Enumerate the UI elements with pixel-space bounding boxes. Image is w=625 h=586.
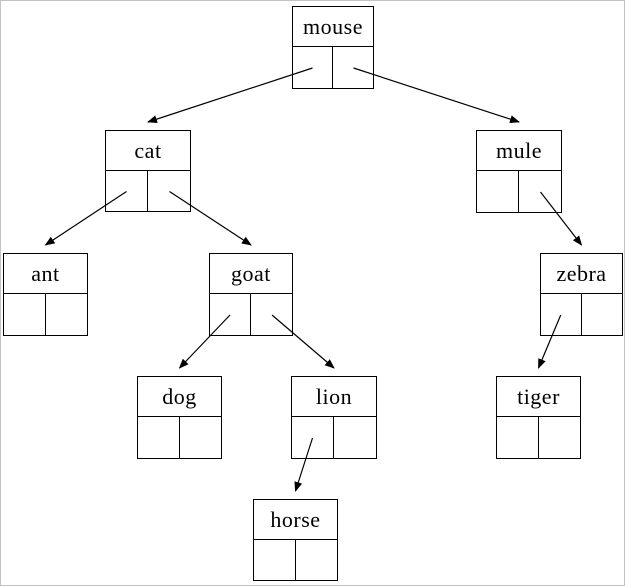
node-pointer-left	[106, 171, 148, 211]
node-pointer-right	[296, 540, 338, 580]
tree-node-lion: lion	[291, 376, 377, 459]
tree-node-mouse: mouse	[292, 6, 374, 89]
edge-mouse-left-cat	[147, 67, 313, 123]
node-label: cat	[106, 131, 190, 171]
node-pointer-cells	[254, 540, 337, 580]
node-pointer-cells	[293, 47, 373, 88]
node-label: mule	[477, 131, 561, 171]
node-label: mouse	[293, 7, 373, 47]
tree-node-mule: mule	[476, 130, 562, 213]
node-label: horse	[254, 500, 337, 540]
node-pointer-right	[251, 294, 292, 335]
tree-node-dog: dog	[137, 376, 222, 459]
node-pointer-right	[333, 47, 373, 88]
node-pointer-left	[138, 417, 180, 458]
node-pointer-left	[477, 171, 519, 212]
node-pointer-cells	[541, 294, 622, 335]
tree-node-horse: horse	[253, 499, 338, 581]
tree-node-cat: cat	[105, 130, 191, 212]
node-pointer-left	[4, 294, 46, 335]
tree-node-goat: goat	[209, 253, 293, 336]
node-label: goat	[210, 254, 292, 294]
node-pointer-left	[293, 47, 333, 88]
node-pointer-cells	[292, 417, 376, 458]
node-pointer-cells	[4, 294, 87, 335]
node-pointer-left	[541, 294, 582, 335]
node-pointer-right	[519, 171, 561, 212]
node-pointer-cells	[138, 417, 221, 458]
edge-mouse-right-mule	[353, 67, 520, 124]
node-pointer-left	[254, 540, 296, 580]
node-pointer-right	[539, 417, 581, 458]
node-label: dog	[138, 377, 221, 417]
tree-node-tiger: tiger	[496, 376, 581, 459]
node-pointer-right	[180, 417, 222, 458]
tree-node-ant: ant	[3, 253, 88, 336]
node-pointer-left	[210, 294, 251, 335]
node-pointer-right	[582, 294, 623, 335]
node-label: ant	[4, 254, 87, 294]
node-label: tiger	[497, 377, 580, 417]
node-pointer-cells	[477, 171, 561, 212]
node-pointer-cells	[106, 171, 190, 211]
node-label: lion	[292, 377, 376, 417]
node-pointer-left	[497, 417, 539, 458]
node-pointer-left	[292, 417, 334, 458]
node-label: zebra	[541, 254, 622, 294]
node-pointer-cells	[210, 294, 292, 335]
node-pointer-cells	[497, 417, 580, 458]
node-pointer-right	[46, 294, 88, 335]
node-pointer-right	[148, 171, 190, 211]
tree-node-zebra: zebra	[540, 253, 623, 336]
node-pointer-right	[334, 417, 376, 458]
